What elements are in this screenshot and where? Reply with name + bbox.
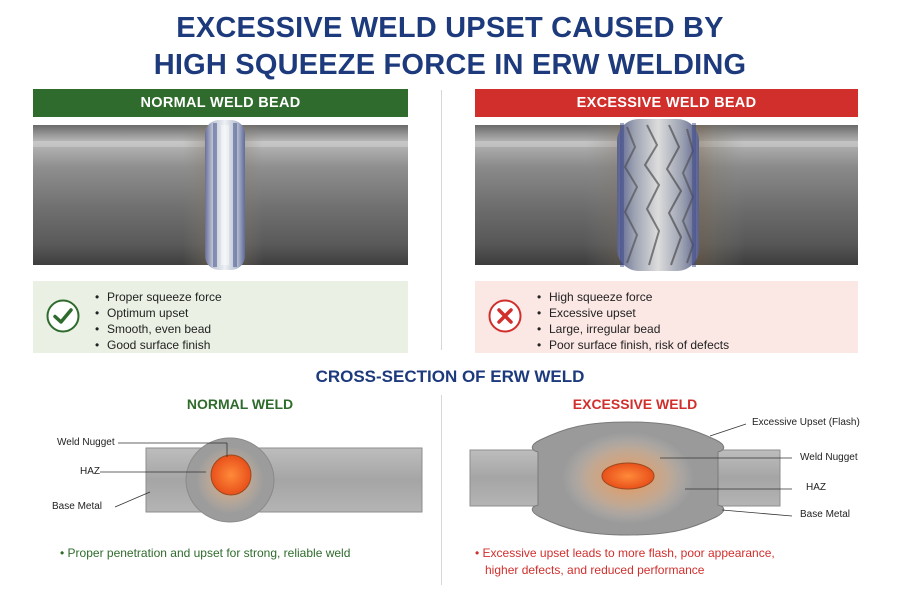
list-item: Smooth, even bead	[95, 321, 222, 337]
weld-nugget-label: Weld Nugget	[800, 452, 858, 463]
bullet: •	[60, 546, 65, 560]
page-title: EXCESSIVE WELD UPSET CAUSED BY HIGH SQUE…	[0, 10, 900, 84]
normal-weld-features: Proper squeeze force Optimum upset Smoot…	[33, 281, 408, 353]
base-metal-label: Base Metal	[52, 501, 103, 512]
list-item: High squeeze force	[537, 289, 729, 305]
cross-section-title: CROSS-SECTION OF ERW WELD	[315, 367, 585, 386]
list-item: Optimum upset	[95, 305, 222, 321]
excessive-weld-note: • Excessive upset leads to more flash, p…	[475, 545, 775, 579]
title-line-1: EXCESSIVE WELD UPSET CAUSED BY	[176, 12, 724, 44]
excessive-weld-cross-section	[469, 421, 793, 536]
excessive-weld-header: EXCESSIVE WELD BEAD	[475, 89, 858, 117]
normal-feature-list: Proper squeeze force Optimum upset Smoot…	[95, 289, 222, 353]
cross-icon	[488, 299, 522, 333]
list-item: Large, irregular bead	[537, 321, 729, 337]
check-icon	[46, 299, 80, 333]
list-item: Proper squeeze force	[95, 289, 222, 305]
normal-weld-panel: NORMAL WELD BEAD	[33, 89, 408, 353]
haz-label: HAZ	[806, 482, 826, 493]
normal-weld-title: NORMAL WELD	[186, 396, 294, 412]
excessive-note-line-2: higher defects, and reduced performance	[485, 563, 705, 577]
list-item: Good surface finish	[95, 337, 222, 353]
excessive-note-line-1: Excessive upset leads to more flash, poo…	[482, 546, 775, 560]
excessive-feature-list: High squeeze force Excessive upset Large…	[537, 289, 729, 353]
normal-weld-header: NORMAL WELD BEAD	[33, 89, 408, 117]
haz-label: HAZ	[80, 466, 100, 477]
normal-note-text: Proper penetration and upset for strong,…	[67, 546, 351, 560]
excessive-weld-panel: EXCESSIVE WELD BEAD	[475, 89, 858, 353]
list-item: Excessive upset	[537, 305, 729, 321]
excessive-weld-features: High squeeze force Excessive upset Large…	[475, 281, 858, 353]
excessive-upset-flash-label: Excessive Upset (Flash)	[752, 417, 860, 428]
excessive-weld-pipe-image	[475, 117, 858, 273]
normal-weld-note: • Proper penetration and upset for stron…	[60, 545, 350, 562]
title-line-2: HIGH SQUEEZE FORCE IN ERW WELDING	[153, 49, 747, 81]
excessive-weld-title: EXCESSIVE WELD	[572, 396, 698, 412]
normal-weld-pipe-image	[33, 117, 408, 273]
base-metal-label: Base Metal	[800, 509, 851, 520]
bullet: •	[475, 546, 480, 560]
top-divider	[441, 90, 442, 350]
bottom-divider	[441, 395, 442, 585]
weld-nugget-label: Weld Nugget	[57, 437, 115, 448]
list-item: Poor surface finish, risk of defects	[537, 337, 729, 353]
normal-weld-cross-section	[100, 437, 423, 523]
